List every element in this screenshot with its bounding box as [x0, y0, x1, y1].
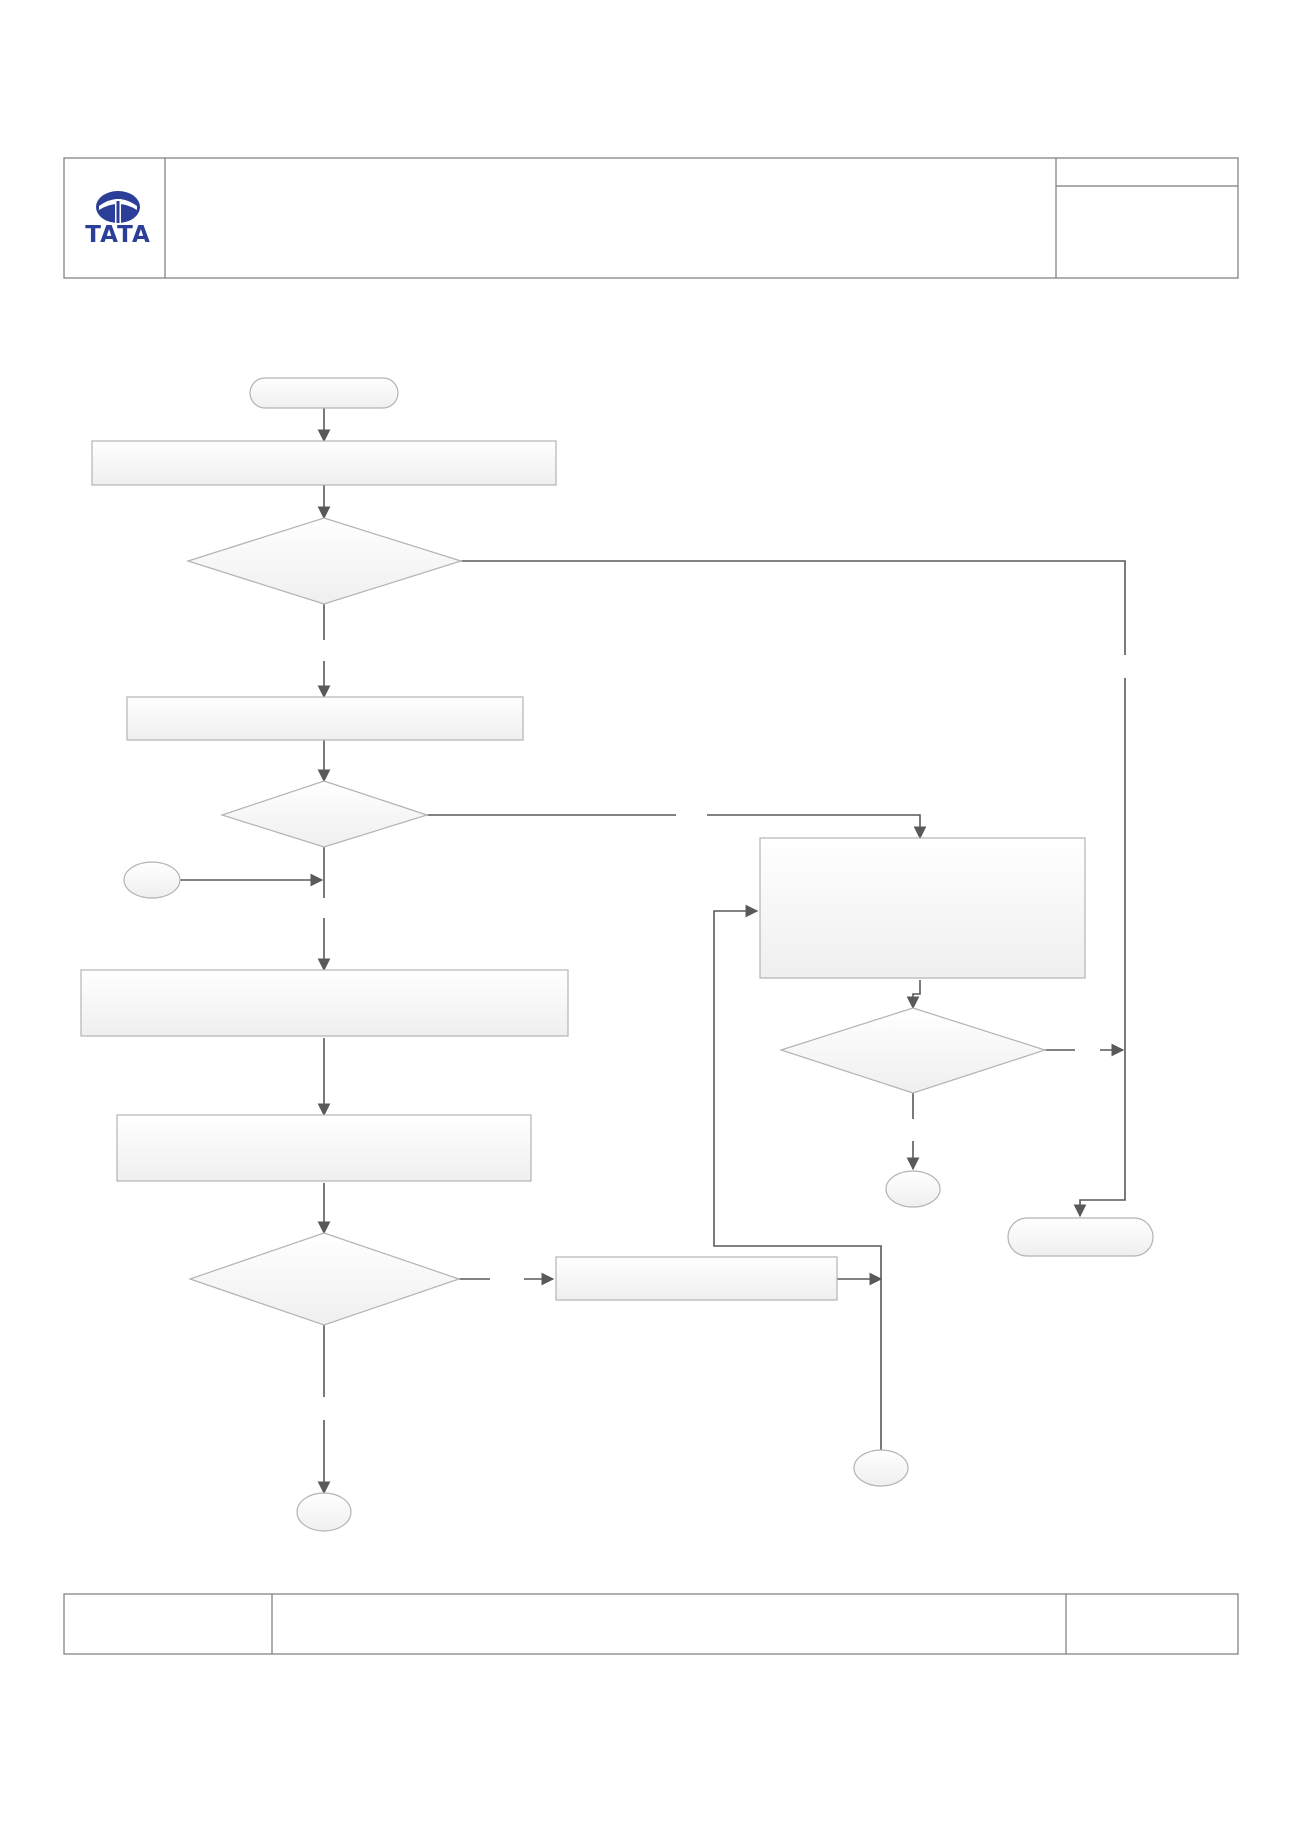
node-process-6 — [759, 837, 1086, 979]
node-connector-4 — [885, 1170, 941, 1208]
header-frame — [63, 157, 1239, 279]
edge-d1-end-a — [461, 560, 1126, 655]
node-process-2 — [126, 696, 524, 741]
header-block — [63, 157, 1239, 279]
edge-c3-p6 — [713, 904, 882, 1450]
node-connector-3 — [853, 1449, 909, 1487]
flow-shapes — [80, 377, 1154, 1532]
node-decision-3 — [188, 1232, 461, 1326]
flow-connectors — [180, 408, 1126, 1495]
node-decision-2 — [220, 780, 429, 848]
node-process-3 — [80, 969, 569, 1037]
node-process-5 — [555, 1256, 838, 1301]
node-decision-4 — [779, 1007, 1047, 1094]
node-decision-1 — [186, 517, 464, 605]
tata-logo-icon — [96, 191, 140, 223]
node-connector-1 — [123, 861, 181, 899]
node-connector-2 — [296, 1492, 352, 1532]
node-process-4 — [116, 1114, 532, 1182]
tata-wordmark: TATA — [85, 222, 151, 248]
edge-d2-p6-b — [707, 814, 927, 840]
footer-frame — [63, 1593, 1239, 1655]
footer-block — [63, 1593, 1239, 1655]
edge-d1-end-b — [1073, 678, 1126, 1218]
edge-p6-d4 — [906, 980, 921, 1010]
node-start-terminator — [249, 377, 399, 409]
node-end-terminator — [1007, 1217, 1154, 1257]
node-process-1 — [91, 440, 557, 486]
